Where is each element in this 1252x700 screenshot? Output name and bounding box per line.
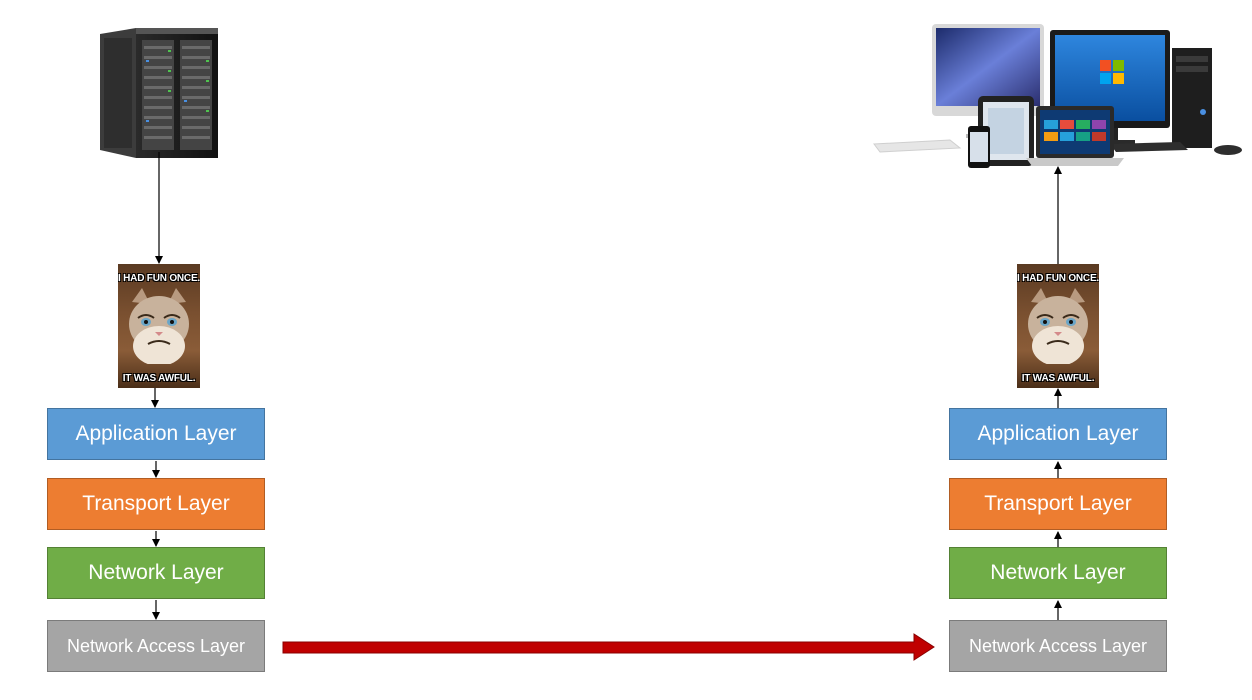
left-transport-layer: Transport Layer: [47, 478, 265, 530]
cat-meme-image-left: I HAD FUN ONCE. IT WAS AWFUL.: [118, 264, 200, 388]
meme-caption-bottom: IT WAS AWFUL.: [122, 373, 196, 384]
cat-meme-image-right: I HAD FUN ONCE. IT WAS AWFUL.: [1017, 264, 1099, 388]
right-application-layer: Application Layer: [949, 408, 1167, 460]
left-network-layer: Network Layer: [47, 547, 265, 599]
transfer-arrow: [282, 633, 935, 661]
meme-caption-top: I HAD FUN ONCE.: [118, 273, 200, 284]
client-devices-icon: [873, 24, 1242, 168]
cat-face-icon: [129, 288, 189, 364]
right-transport-layer: Transport Layer: [949, 478, 1167, 530]
cat-face-icon: [1028, 288, 1088, 364]
meme-caption-bottom: IT WAS AWFUL.: [1021, 373, 1095, 384]
left-network-access-layer: Network Access Layer: [47, 620, 265, 672]
right-network-layer: Network Layer: [949, 547, 1167, 599]
meme-caption-top: I HAD FUN ONCE.: [1017, 273, 1099, 284]
right-network-access-layer: Network Access Layer: [949, 620, 1167, 672]
left-application-layer: Application Layer: [47, 408, 265, 460]
server-rack-icon: [100, 28, 218, 158]
